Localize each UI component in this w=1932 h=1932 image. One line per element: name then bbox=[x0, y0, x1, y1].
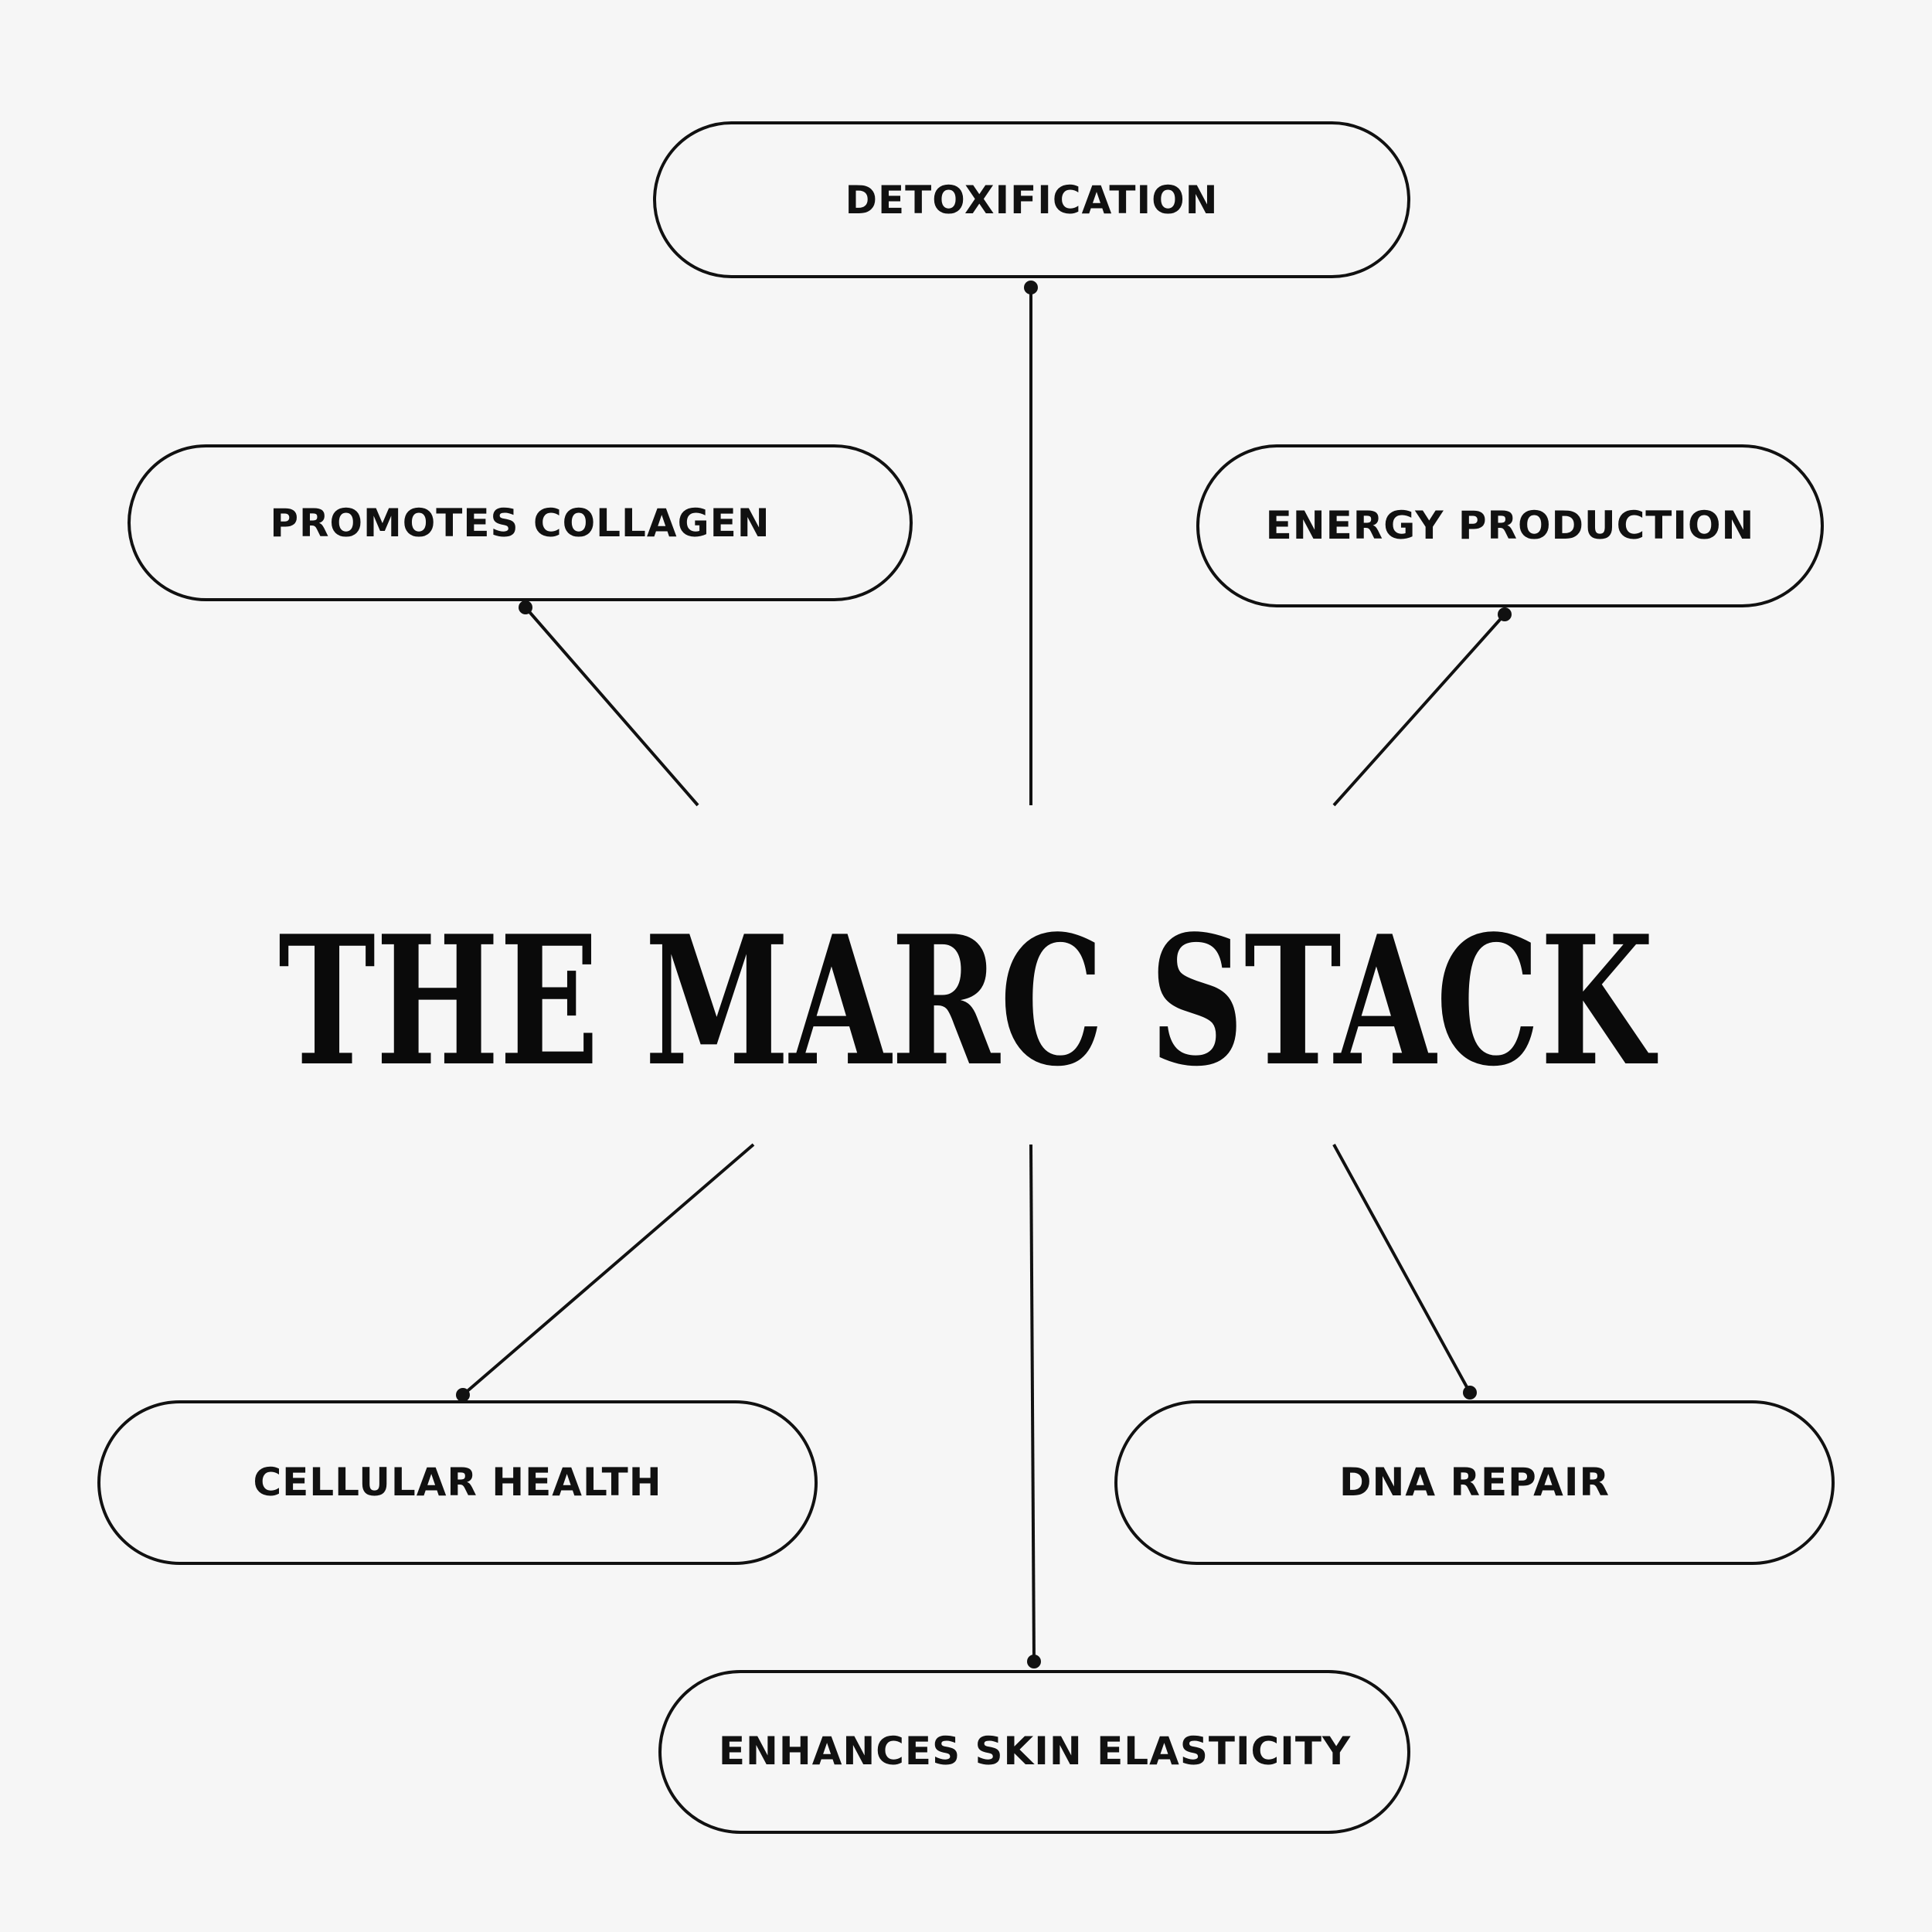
connector-dot-cellular-health bbox=[456, 1388, 470, 1402]
node-dna-repair: DNA REPAIR bbox=[1114, 1400, 1835, 1565]
node-label-energy-production: ENERGY PRODUCTION bbox=[1266, 503, 1755, 548]
node-label-promotes-collagen: PROMOTES COLLAGEN bbox=[270, 501, 770, 546]
node-label-dna-repair: DNA REPAIR bbox=[1339, 1460, 1610, 1505]
node-cellular-health: CELLULAR HEALTH bbox=[97, 1400, 818, 1565]
node-enhances-skin-elasticity: ENHANCES SKIN ELASTICITY bbox=[658, 1670, 1410, 1834]
page-title: THE MARC STACK bbox=[278, 897, 1658, 1106]
node-energy-production: ENERGY PRODUCTION bbox=[1196, 444, 1824, 607]
node-label-cellular-health: CELLULAR HEALTH bbox=[253, 1460, 662, 1505]
node-label-detoxification: DETOXIFICATION bbox=[845, 178, 1219, 223]
connector-dna-repair bbox=[1332, 1144, 1471, 1393]
connector-dot-dna-repair bbox=[1463, 1386, 1477, 1400]
connector-promotes-collagen bbox=[524, 606, 699, 807]
node-label-enhances-skin-elasticity: ENHANCES SKIN ELASTICITY bbox=[719, 1729, 1351, 1774]
connector-dot-promotes-collagen bbox=[519, 600, 532, 614]
connector-enhances-skin-elasticity bbox=[1029, 1144, 1036, 1662]
connector-energy-production bbox=[1332, 613, 1506, 807]
connector-dot-detoxification bbox=[1024, 281, 1038, 294]
connector-dot-energy-production bbox=[1498, 607, 1512, 621]
connector-cellular-health bbox=[461, 1143, 755, 1396]
connector-dot-enhances-skin-elasticity bbox=[1027, 1655, 1041, 1668]
node-detoxification: DETOXIFICATION bbox=[653, 121, 1410, 278]
node-promotes-collagen: PROMOTES COLLAGEN bbox=[128, 444, 913, 601]
